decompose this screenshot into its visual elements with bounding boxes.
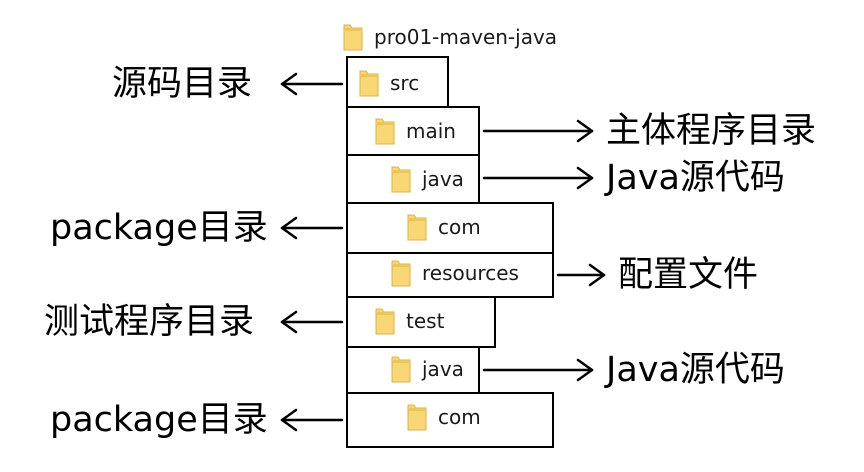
folder-label-test: test — [406, 309, 445, 333]
arrow-resources — [556, 263, 606, 287]
folder-label-main: main — [406, 119, 456, 143]
arrow-test-com — [280, 408, 344, 432]
folder-label-test-java: java — [422, 357, 464, 381]
folder-label-root: pro01-maven-java — [374, 25, 558, 49]
folder-src[interactable]: src — [358, 66, 419, 100]
folder-icon — [391, 260, 411, 287]
annotation-test: 测试程序目录 — [44, 302, 255, 342]
arrow-main-java — [482, 166, 594, 190]
folder-label-src: src — [390, 71, 420, 95]
annotation-main: 主体程序目录 — [606, 111, 817, 151]
box-main-com — [346, 202, 554, 254]
folder-icon — [391, 166, 411, 193]
folder-test-java[interactable]: java — [390, 352, 464, 386]
folder-icon — [407, 214, 427, 241]
folder-label-test-com: com — [438, 405, 481, 429]
folder-resources[interactable]: resources — [390, 256, 519, 290]
folder-main-com[interactable]: com — [406, 210, 481, 244]
annotation-test-com: package目录 — [50, 400, 268, 440]
folder-icon — [407, 404, 427, 431]
folder-icon — [375, 118, 395, 145]
folder-icon — [391, 356, 411, 383]
folder-label-main-java: java — [422, 167, 464, 191]
box-test-com — [346, 392, 554, 448]
annotation-test-java: Java源代码 — [606, 350, 785, 390]
folder-icon — [359, 70, 379, 97]
arrow-src — [280, 72, 344, 96]
folder-label-resources: resources — [422, 261, 519, 285]
folder-root[interactable]: pro01-maven-java — [342, 20, 557, 54]
folder-icon — [343, 24, 363, 51]
arrow-test — [280, 310, 344, 334]
folder-icon — [375, 308, 395, 335]
arrow-main-com — [280, 216, 344, 240]
box-test-java — [346, 346, 480, 394]
annotation-resources: 配置文件 — [618, 255, 759, 295]
folder-label-main-com: com — [438, 215, 481, 239]
arrow-test-java — [482, 358, 594, 382]
arrow-main — [482, 119, 594, 143]
folder-test[interactable]: test — [374, 304, 444, 338]
folder-main[interactable]: main — [374, 114, 456, 148]
box-main — [346, 106, 480, 156]
folder-main-java[interactable]: java — [390, 162, 464, 196]
annotation-main-java: Java源代码 — [606, 158, 785, 198]
annotation-src: 源码目录 — [112, 64, 253, 104]
folder-test-com[interactable]: com — [406, 400, 481, 434]
annotation-main-com: package目录 — [50, 208, 268, 248]
